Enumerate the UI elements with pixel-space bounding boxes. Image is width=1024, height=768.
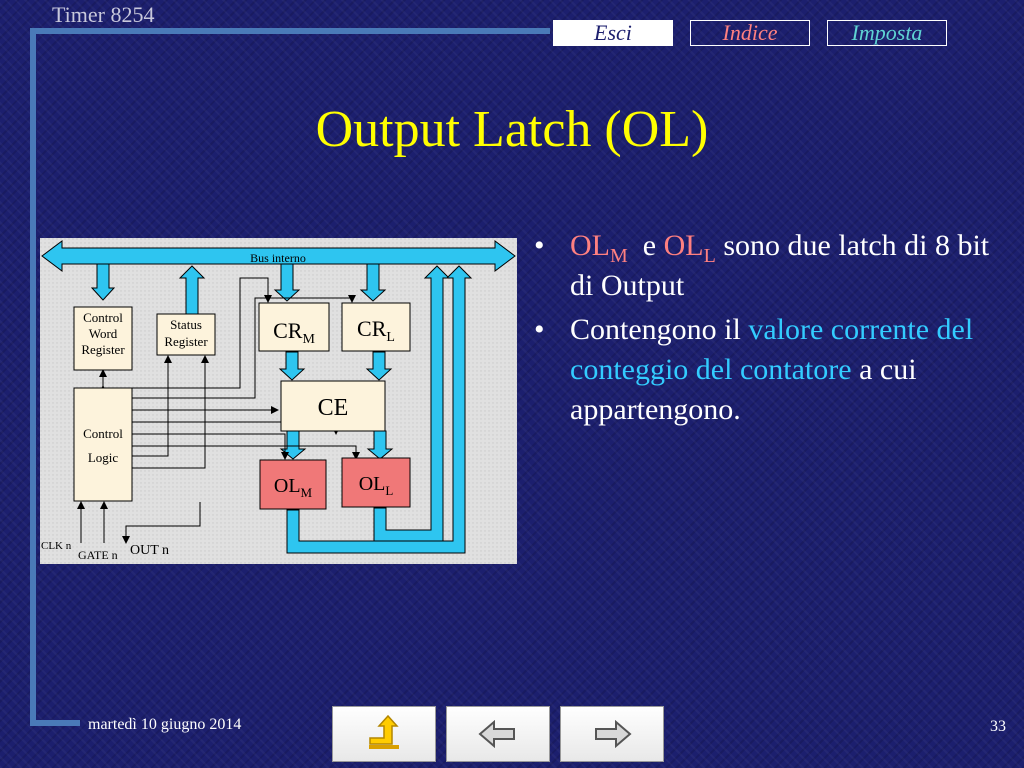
clk-label: CLK n	[41, 540, 72, 552]
bullet-item-2: • Contengono il valore corrente del cont…	[534, 313, 974, 426]
cwr-label-3: Register	[81, 342, 125, 357]
ol-l-label: OLL	[359, 473, 394, 498]
control-word-register-box	[73, 306, 133, 371]
up-right-arrow-icon	[369, 714, 399, 749]
page-number: 33	[990, 718, 1006, 735]
ce-box	[280, 380, 386, 432]
next-button[interactable]	[560, 706, 664, 762]
cr-m-label: CRM	[273, 318, 315, 347]
header-title: Timer 8254	[52, 2, 155, 27]
bus-label: Bus interno	[250, 251, 306, 265]
cr-l-box	[341, 302, 411, 352]
status-register-box	[156, 313, 216, 356]
bus-arrows	[41, 240, 516, 554]
bullet-item-1: • OLM e OLL sono due latch di 8 bit di O…	[534, 229, 990, 302]
ol-m-box	[259, 459, 327, 510]
frame-top-line	[30, 28, 550, 34]
ol-m-label: OLM	[274, 475, 313, 500]
esci-button[interactable]: Esci	[553, 20, 673, 46]
control-logic-box	[73, 387, 133, 502]
home-button[interactable]	[332, 706, 436, 762]
cr-l-label: CRL	[357, 316, 395, 345]
slide-title: Output Latch (OL)	[315, 101, 709, 158]
left-arrow-icon	[478, 720, 515, 748]
cwr-label-1: Control	[83, 310, 123, 325]
cl-label-2: Logic	[88, 450, 119, 465]
sr-label-1: Status	[170, 317, 202, 332]
sr-label-2: Register	[164, 334, 208, 349]
timer-block-diagram: Bus interno Control Word Register Status…	[40, 238, 517, 564]
cr-m-box	[258, 302, 330, 352]
imposta-button[interactable]: Imposta	[827, 20, 947, 46]
indice-button[interactable]: Indice	[690, 20, 810, 46]
gate-label: GATE n	[78, 548, 118, 562]
bullet-list: • OLM e OLL sono due latch di 8 bit di O…	[530, 226, 1010, 434]
ce-label: CE	[318, 395, 349, 421]
ol-l-box	[341, 457, 411, 508]
footer-date: martedì 10 giugno 2014	[88, 716, 242, 733]
frame-bottom-line	[30, 720, 80, 726]
cl-label-1: Control	[83, 426, 123, 441]
out-label: OUT n	[130, 543, 169, 558]
frame-left-line	[30, 28, 36, 726]
right-arrow-icon	[595, 720, 632, 748]
previous-button[interactable]	[446, 706, 550, 762]
cwr-label-2: Word	[89, 326, 118, 341]
